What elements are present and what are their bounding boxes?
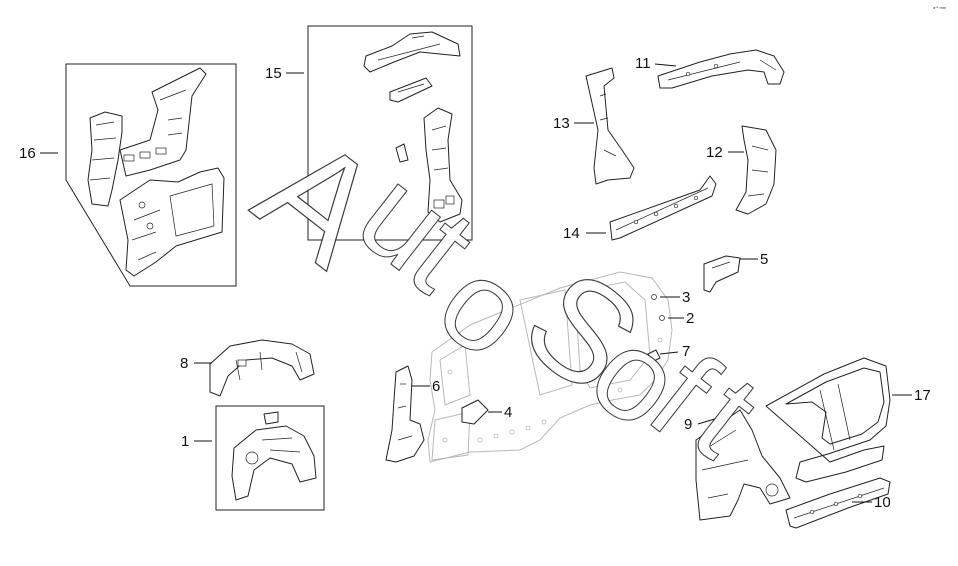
- part-2: 2: [659, 310, 694, 327]
- part-11: 11: [635, 49, 785, 89]
- callout-3: 3: [682, 289, 690, 306]
- part-2-drawing[interactable]: [659, 315, 665, 321]
- part-group-1: 1: [181, 405, 325, 511]
- callout-2: 2: [686, 310, 694, 327]
- group-16-frame: [65, 63, 237, 287]
- part-5: 5: [703, 251, 768, 293]
- callout-15: 15: [265, 65, 282, 82]
- part-12: 12: [706, 125, 777, 215]
- part-14-drawing[interactable]: [609, 175, 717, 241]
- part-4: 4: [461, 399, 512, 425]
- corner-mark: a** mm: [933, 5, 947, 10]
- part-12-drawing[interactable]: [735, 125, 777, 215]
- callout-16: 16: [19, 145, 36, 162]
- part-8-drawing[interactable]: [209, 339, 315, 397]
- part-16-drawing[interactable]: [87, 67, 225, 277]
- callout-12: 12: [706, 144, 723, 161]
- callout-9: 9: [684, 416, 692, 433]
- callout-11: 11: [635, 55, 651, 72]
- part-17: 17: [765, 357, 931, 483]
- part-13: 13: [553, 67, 635, 185]
- part-6-drawing[interactable]: [385, 365, 425, 463]
- group-1-frame: [215, 405, 325, 511]
- part-group-15: 15: [265, 25, 473, 241]
- callout-4: 4: [504, 404, 512, 421]
- callout-13: 13: [553, 115, 570, 132]
- part-5-drawing[interactable]: [703, 255, 741, 293]
- part-4-drawing[interactable]: [461, 399, 489, 425]
- part-7-drawing[interactable]: [647, 349, 661, 363]
- group-15-frame: [307, 25, 473, 241]
- callout-14: 14: [563, 225, 580, 242]
- part-10: 10: [785, 477, 891, 529]
- part-9: 9: [684, 409, 791, 521]
- part-14: 14: [563, 175, 717, 242]
- part-17-drawing[interactable]: [765, 357, 891, 483]
- part-15-drawing[interactable]: [363, 31, 463, 223]
- part-9-drawing[interactable]: [695, 409, 791, 521]
- part-10-drawing[interactable]: [785, 477, 891, 529]
- part-8: 8: [180, 339, 315, 397]
- part-7: 7: [647, 343, 690, 363]
- callout-10: 10: [874, 494, 891, 511]
- callout-5: 5: [760, 251, 768, 268]
- watermark: A u t o S o f t: [228, 102, 785, 484]
- callout-6: 6: [432, 378, 440, 395]
- part-3: 3: [651, 289, 690, 306]
- callout-1: 1: [181, 433, 189, 450]
- part-11-drawing[interactable]: [657, 49, 785, 89]
- callout-7: 7: [682, 343, 690, 360]
- body-side-outline: [427, 271, 673, 463]
- part-3-drawing[interactable]: [651, 294, 657, 300]
- part-13-drawing[interactable]: [585, 67, 635, 185]
- callout-17: 17: [914, 387, 931, 404]
- callout-8: 8: [180, 355, 188, 372]
- part-6: 6: [385, 365, 440, 463]
- part-1-drawing[interactable]: [231, 411, 317, 501]
- part-group-16: 16: [19, 63, 237, 287]
